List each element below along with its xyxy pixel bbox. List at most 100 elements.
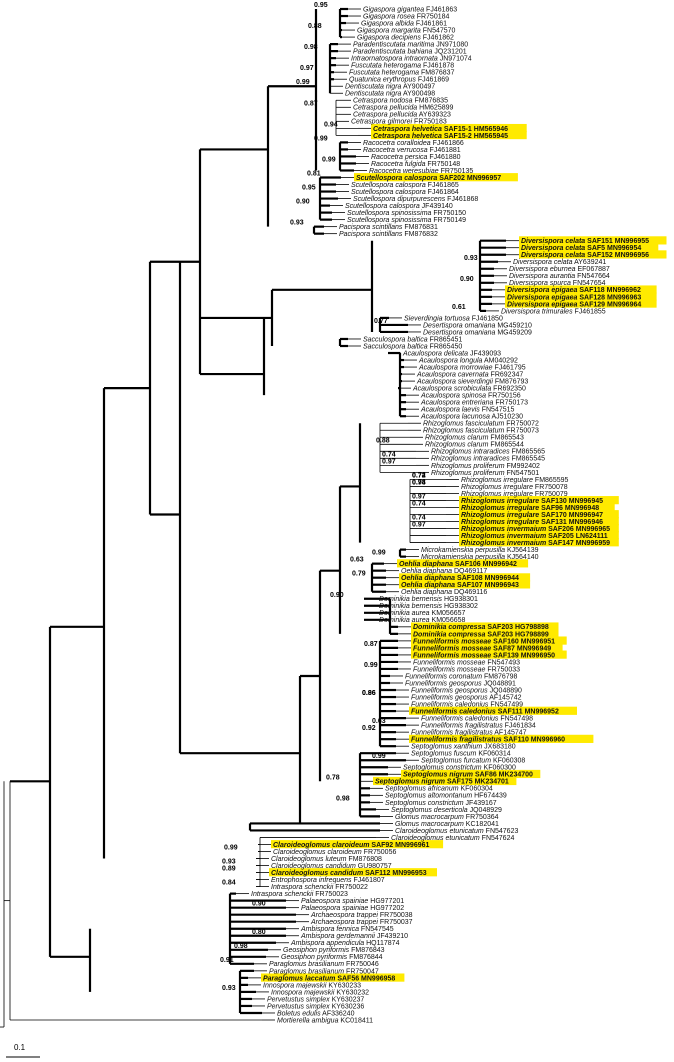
tip-genus-species: Acaulospora morrowiae	[418, 364, 493, 371]
tip-accession: SAF152 MN996956	[585, 252, 649, 259]
support-value: 0.98	[234, 943, 248, 950]
tip-accession: FR692350	[491, 386, 526, 393]
tip-accession: KY630237	[330, 996, 365, 1003]
tip-label: Acaulospora scrobiculata FR692350	[412, 386, 526, 393]
tip-label: Cetraspora gilmorei FR750183	[351, 119, 447, 126]
tip-label: Rhizoglomus clarum FM865544	[425, 442, 524, 449]
tip-label: Rhizoglomus clarum FM865543	[425, 435, 524, 442]
tip-genus-species: Claroideoglomus etunicatum	[395, 828, 484, 835]
tip-accession: FR750033	[485, 666, 520, 673]
tip-label: Dominikia aurea KM056658	[379, 617, 466, 624]
tip-accession: JQ048890	[488, 687, 522, 694]
tip-accession: FR750073	[504, 428, 539, 435]
support-value: 0.86	[362, 690, 376, 697]
highlight-box	[411, 643, 563, 652]
tip-genus-species: Pervetustus simplex	[267, 996, 330, 1003]
tip-accession: DQ469117	[452, 568, 487, 575]
tip-accession: FR750047	[344, 968, 379, 975]
tip-genus-species: Paraglomus laccatum	[263, 975, 335, 982]
tip-accession: SAF110 MN996960	[502, 737, 566, 744]
highlight-box	[271, 840, 444, 849]
support-value: 0.90	[252, 901, 266, 908]
tip-accession: FM876843	[349, 947, 385, 954]
tip-accession: HG938301	[442, 596, 478, 603]
tip-label: Acaulospora longula AM040292	[418, 357, 518, 364]
tip-label: Funneliformis caledonius FN547498	[421, 716, 533, 723]
tip-genus-species: Rhizoglomus invermaium	[461, 533, 546, 540]
tip-label: Desertispora omaniana MG459210	[423, 322, 532, 329]
tip-accession: SAF112 MN996953	[363, 870, 427, 877]
tip-genus-species: Racocetra weresubiae	[369, 168, 439, 175]
tip-genus-species: Funneliformis caledonius	[411, 701, 489, 708]
tip-genus-species: Oehlia diaphana	[401, 568, 452, 575]
tip-accession: FJ461795	[493, 364, 526, 371]
highlight-box	[459, 524, 619, 533]
tip-label: Cetraspora pellucida HM625899	[353, 105, 453, 112]
tip-label: Septoglomus altomontanum HF674439	[385, 793, 507, 800]
highlight-box	[261, 973, 405, 982]
tip-label: Palaeospora spainiae HG977202	[301, 905, 404, 912]
tip-accession: FR750056	[362, 849, 397, 856]
tip-accession: HG977202	[368, 905, 404, 912]
tip-accession: FM876844	[347, 954, 383, 961]
tip-genus-species: Sieverdingia tortuosa	[404, 315, 470, 322]
tip-accession: FN547545	[359, 926, 394, 933]
tip-label: Archaeospora trappei FR750038	[310, 912, 413, 919]
tip-accession: SAF129 MN996964	[577, 301, 641, 308]
tip-label: Septoglomus constrictum KF060300	[403, 765, 516, 772]
tip-genus-species: Septoglomus furcatum	[421, 758, 491, 765]
tip-accession: DQ469116	[452, 589, 487, 596]
tip-genus-species: Funneliformis mosseae	[413, 638, 491, 645]
tip-accession: FR750183	[412, 119, 447, 126]
tip-genus-species: Funneliformis mosseae	[413, 645, 491, 652]
tip-genus-species: Cetraspora nodosa	[353, 98, 413, 105]
tip-accession: FR750079	[533, 491, 568, 498]
tip-genus-species: Funneliformis fragilistratus	[411, 730, 493, 737]
tip-genus-species: Funneliformis caledonius	[421, 716, 499, 723]
tip-label: Dominikia compressa SAF203 HG798899	[413, 631, 549, 638]
tip-label: Diversispora epigaea SAF129 MN996964	[507, 301, 641, 308]
tip-label: Paraglomus laccatum SAF56 MN996958	[263, 975, 395, 982]
tip-accession: SAF130 MN996945	[539, 498, 603, 505]
tip-accession: FR750038	[378, 912, 413, 919]
tip-label: Glomus macrocarpum KC182041	[395, 821, 499, 828]
tip-accession: SAF92 MN996961	[369, 842, 429, 849]
support-value: 0.92	[362, 725, 376, 732]
tip-genus-species: Scutellospora calospora	[356, 175, 437, 182]
tip-label: Funneliformis fragilistratus SAF110 MN99…	[411, 737, 565, 744]
tip-genus-species: Diversispora spurca	[509, 280, 571, 287]
tip-genus-species: Funneliformis mosseae	[413, 659, 485, 666]
tip-genus-species: Rhizoglomus irregulare	[461, 491, 533, 498]
tip-genus-species: Racocetra persica	[371, 154, 428, 161]
tip-accession: FM876837	[419, 70, 455, 77]
tip-genus-species: Racocetra fulgida	[371, 161, 426, 168]
tip-genus-species: Septoglomus deserticola	[391, 807, 468, 814]
tip-label: Palaeospora spainiae HG977201	[301, 898, 404, 905]
tip-label: Funneliformis geosporus JQ048890	[411, 687, 522, 694]
tip-genus-species: Septoglomus nigrum	[375, 779, 445, 786]
tip-label: Ambispora fennica FN547545	[300, 926, 394, 933]
tip-accession: SAF108 MN996944	[455, 575, 519, 582]
tip-genus-species: Scutellospora calospora	[351, 182, 426, 189]
tip-genus-species: Cetraspora gilmorei	[351, 119, 413, 126]
tip-label: Acaulospora morrowiae FJ461795	[418, 364, 526, 371]
tip-label: Oehlia diaphana SAF108 MN996944	[401, 575, 519, 582]
tip-genus-species: Funneliformis caledonius	[411, 708, 496, 715]
tip-genus-species: Rhizoglomus irregulare	[461, 519, 539, 526]
tip-genus-species: Rhizoglomus proliferum	[431, 470, 505, 477]
tip-accession: FR865451	[428, 336, 463, 343]
tip-genus-species: Rhizoglomus invermaium	[461, 540, 546, 547]
tip-genus-species: Claroideoglomus etunicatum	[391, 835, 480, 842]
tip-genus-species: Diversispora trimurales	[501, 308, 573, 315]
tip-accession: AY639241	[573, 259, 607, 266]
tip-accession: SAF118 MN996962	[577, 287, 641, 294]
tip-label: Cetraspora helvetica SAF15-1 HM565946	[373, 126, 508, 133]
tip-accession: SAF5 MN996954	[585, 245, 641, 252]
tip-label: Archaeospora trappei FR750037	[310, 919, 413, 926]
tip-accession: FN547515	[480, 407, 515, 414]
scale-bar: 0.1	[6, 1043, 40, 1058]
tip-accession: KC182041	[464, 821, 499, 828]
support-value: 0.74	[382, 451, 396, 458]
support-value: 0.87	[364, 641, 378, 648]
